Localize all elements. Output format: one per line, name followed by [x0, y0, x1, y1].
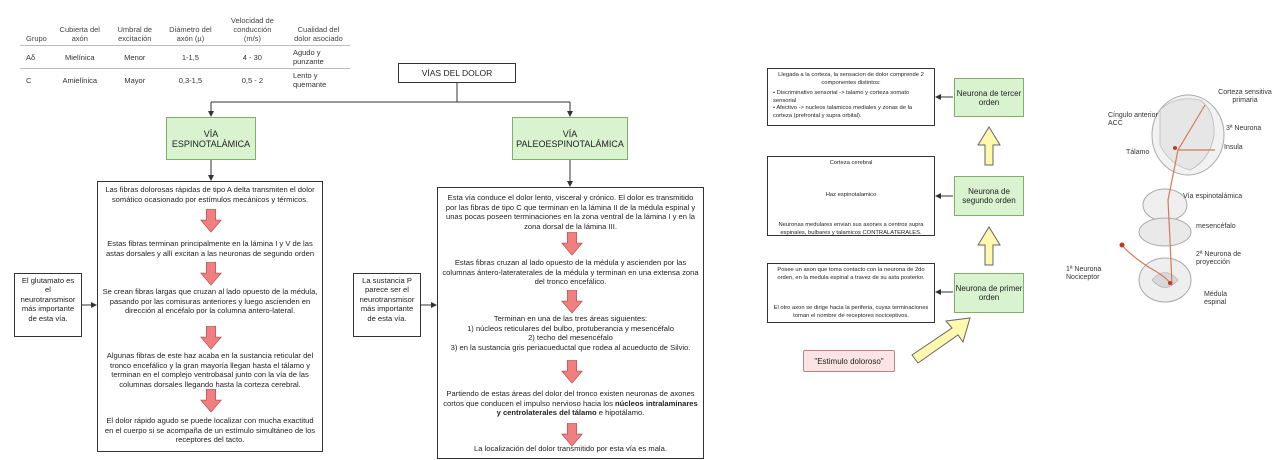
table-cell: Lento y quemante	[286, 68, 350, 91]
right-step-3-item: 2) techo del mesencéfalo	[528, 333, 613, 343]
left-step-1: Las fibras dolorosas rápidas de tipo A d…	[105, 185, 315, 204]
right-side-note: La sustancia P parece ser el neurotransm…	[353, 273, 421, 337]
red-arrow-down-4	[200, 389, 222, 413]
label-thalamus: Tálamo	[1126, 149, 1150, 156]
label-insula: Insula	[1224, 144, 1243, 151]
label-third-neuron: 3ª Neurona	[1226, 125, 1262, 132]
left-pathway-title: VÍA ESPINOTALÁMICA	[166, 117, 256, 160]
label-cortex: Corteza sensitiva primaria	[1218, 89, 1272, 105]
third-order-neuron: Neurona de tercer orden	[954, 78, 1024, 117]
table-cell: 4 - 30	[217, 45, 287, 69]
left-pathway-content: Las fibras dolorosas rápidas de tipo A d…	[97, 181, 323, 452]
table-cell: 0,5 - 2	[217, 68, 287, 91]
third-desc-item: • Discriminativo sensorial -> talamo y c…	[773, 90, 910, 104]
right-step-3: Terminan en una de las tres áreas siguie…	[442, 314, 699, 353]
right-step-2: Estas fibras cruzan al lado opuesto de l…	[442, 258, 699, 287]
table-cell: Agudo y punzante	[286, 45, 350, 69]
label-midbrain: mesencéfalo	[1196, 223, 1236, 230]
table-cell: C	[20, 68, 53, 91]
table-row: Aδ Mielínica Menor 1-1,5 4 - 30 Agudo y …	[20, 45, 350, 69]
first-desc-bottom: El otro axon se dirige hacia la periferi…	[773, 305, 929, 319]
table-cell: 1-1,5	[162, 45, 218, 69]
label-spinal-cord: Médula espinal	[1204, 291, 1227, 307]
thalamus-dot	[1173, 146, 1177, 150]
table-header: Umbral de excitación	[117, 25, 153, 43]
left-step-3: Se crean fibras largas que cruzan al lad…	[102, 287, 318, 316]
pain-pathway-line	[1121, 104, 1215, 286]
label-second-neuron: 2ª Neurona de proyección	[1196, 251, 1242, 267]
right-step-1: Esta vía conduce el dolor lento, viscera…	[445, 193, 696, 232]
third-desc-item: • Afectivo -> nucleos talamicos mediales…	[773, 105, 913, 119]
left-side-note: El glutamato es el neurotransmisor más i…	[14, 273, 82, 337]
table-row: C Amielínica Mayor 0,3-1,5 0,5 - 2 Lento…	[20, 68, 350, 91]
second-desc-bottom: Neuronas medulares envian sus axones a c…	[778, 222, 924, 236]
red-arrow-down-7	[561, 360, 583, 384]
table-cell: 0,3-1,5	[162, 68, 218, 91]
right-pathway-title: VÍA PALEOESPINOTALÁMICA	[512, 117, 628, 160]
red-arrow-down-8	[561, 423, 583, 447]
right-step-3-item: 1) núcleos reticulares del bulbo, protub…	[467, 323, 674, 333]
table-header: Cubierta del axón	[59, 25, 100, 43]
yellow-arrow-diagonal	[911, 317, 971, 364]
brain-illustration	[1138, 94, 1225, 303]
first-desc-top: Posee un axon que toma contacto con la n…	[777, 267, 925, 281]
right-step-4-post: e hipotálamo.	[596, 408, 645, 418]
second-desc-mid: Haz espinotalamico	[825, 192, 877, 198]
third-desc-title: Llegada a la corteza, la sensacion de do…	[778, 72, 924, 86]
label-cingulate: Cíngulo anterior ACC	[1108, 112, 1158, 128]
left-step-5: El dolor rápido agudo se puede localizar…	[104, 416, 316, 445]
table-cell: Aδ	[20, 45, 53, 69]
table-cell: Menor	[106, 45, 163, 69]
label-first-neuron: 1ª Neurona Nociceptor	[1066, 266, 1102, 282]
right-step-3-item: 3) en la sustancia gris periacueductal q…	[450, 343, 691, 353]
red-arrow-down-3	[200, 326, 222, 350]
table-header: Velocidad de conducción (m/s)	[230, 16, 274, 43]
right-step-4-bold: núcleos intralaminares y centrolaterales…	[496, 398, 698, 418]
fiber-table: Grupo Cubierta del axón Umbral de excita…	[20, 14, 350, 91]
red-arrow-down-1	[200, 209, 222, 233]
label-tract: Vía espinotalámica	[1183, 193, 1243, 200]
first-neuron-description: Posee un axon que toma contacto con la n…	[767, 263, 935, 323]
second-desc-top: Corteza cerebral	[829, 160, 873, 166]
table-cell: Mielínica	[52, 45, 107, 69]
red-arrow-down-2	[200, 262, 222, 286]
left-step-4: Algunas fibras de este haz acaba en la s…	[106, 351, 314, 390]
red-arrow-down-6	[561, 290, 583, 314]
yellow-arrow-up-1	[977, 126, 1001, 166]
second-neuron-description: Corteza cerebral Haz espinotalamico Neur…	[767, 156, 935, 236]
table-header: Cualidad del dolor asociado	[294, 25, 343, 43]
right-step-4-pre: Partiendo de estas áreas del dolor del t…	[443, 389, 695, 408]
second-order-neuron: Neurona de segundo orden	[954, 176, 1024, 216]
table-cell: Amielínica	[52, 68, 107, 91]
right-step-5: La localización del dolor transmitido po…	[474, 444, 667, 453]
right-step-3-intro: Terminan en una de las tres áreas siguie…	[493, 314, 648, 323]
right-step-4: Partiendo de estas áreas del dolor del t…	[442, 389, 699, 418]
table-header: Diámetro del axón (µ)	[169, 25, 212, 43]
red-arrow-down-5	[561, 232, 583, 256]
spinal-dot	[1168, 281, 1172, 285]
table-header: Grupo	[26, 34, 47, 43]
left-step-2: Estas fibras terminan principalmente en …	[105, 239, 315, 258]
nociceptor-dot	[1119, 242, 1125, 248]
yellow-arrow-up-2	[977, 226, 1001, 266]
root-node: VÍAS DEL DOLOR	[398, 63, 516, 83]
right-pathway-content: Esta vía conduce el dolor lento, viscera…	[437, 187, 704, 459]
third-neuron-description: Llegada a la corteza, la sensacion de do…	[767, 68, 935, 126]
first-order-neuron: Neurona de primer orden	[954, 273, 1024, 313]
pain-stimulus: "Estimulo doloroso"	[803, 350, 895, 372]
table-cell: Mayor	[106, 68, 163, 91]
